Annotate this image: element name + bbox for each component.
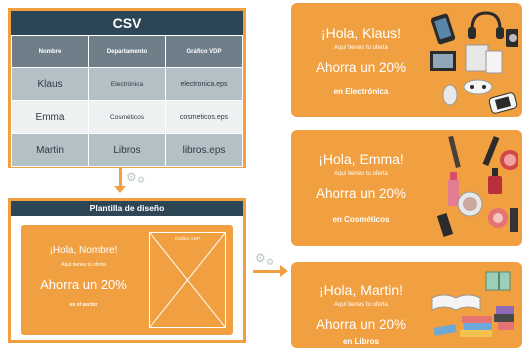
table-row: Klaus Electrónica electronica.eps — [11, 67, 243, 101]
gear-icon: ⚙ — [266, 258, 275, 268]
template-card: ¡Hola, Nombre! Aquí tienes tu oferta Aho… — [21, 225, 233, 335]
offer-card-martin: ¡Hola, Martin! Aquí tienes tu oferta Aho… — [291, 262, 522, 348]
cell-name: Martin — [11, 133, 89, 167]
cosmetics-icons — [436, 135, 518, 238]
arrow-right-icon — [280, 265, 288, 277]
gear-icon: ⚙ — [137, 176, 146, 186]
template-offer-text: Aquí tienes tu oferta — [61, 262, 106, 268]
cell-graphic: electronica.eps — [165, 67, 243, 101]
card-sector: en Libros — [342, 337, 379, 346]
template-savings: Ahorra un 20% — [40, 277, 127, 292]
csv-title: CSV — [11, 11, 243, 35]
table-row: Martin Libros libros.eps — [11, 133, 243, 167]
cell-department: Electrónica — [88, 67, 166, 101]
csv-table-panel: CSV Nombre Departamento Gráfico VDP Klau… — [8, 8, 246, 168]
cell-name: Emma — [11, 100, 89, 134]
column-header-name: Nombre — [11, 35, 89, 68]
card-offer-text: Aquí tienes tu oferta — [334, 45, 388, 51]
placeholder-cross-icon — [150, 233, 225, 327]
connector-line-vertical — [119, 168, 122, 188]
arrow-down-icon — [114, 186, 126, 193]
connector-line-horizontal — [253, 270, 281, 273]
template-title: Plantilla de diseño — [11, 201, 243, 216]
card-sector: en Electrónica — [333, 87, 389, 96]
gear-icon: ⚙ — [255, 251, 266, 265]
column-header-vdp-graphic: Gráfico VDP — [165, 35, 243, 68]
books-icons — [431, 271, 514, 337]
cell-graphic: libros.eps — [165, 133, 243, 167]
cell-department: Libros — [88, 133, 166, 167]
template-greeting: ¡Hola, Nombre! — [49, 245, 118, 256]
electronics-icons — [430, 11, 518, 114]
gear-icon: ⚙ — [126, 170, 137, 184]
card-sector: en Cosméticos — [332, 215, 390, 224]
column-header-department: Departamento — [88, 35, 166, 68]
cell-name: Klaus — [11, 67, 89, 101]
csv-data-table: Nombre Departamento Gráfico VDP Klaus El… — [11, 35, 243, 167]
card-offer-text: Aquí tienes tu oferta — [334, 302, 388, 308]
placeholder-label: Gráfico VDP — [174, 236, 200, 241]
offer-card-klaus: ¡Hola, Klaus! Aquí tienes tu oferta Ahor… — [291, 3, 522, 117]
card-greeting: ¡Hola, Martin! — [318, 282, 404, 298]
cell-graphic: cosmeticos.eps — [165, 100, 243, 134]
card-savings: Ahorra un 20% — [315, 317, 407, 332]
offer-card-emma: ¡Hola, Emma! Aquí tienes tu oferta Ahorr… — [291, 130, 522, 246]
card-savings: Ahorra un 20% — [315, 186, 407, 201]
design-template-panel: Plantilla de diseño ¡Hola, Nombre! Aquí … — [8, 198, 246, 343]
table-row: Emma Cosméticos cosmeticos.eps — [11, 100, 243, 134]
template-sector: en el sector — [69, 302, 98, 308]
card-offer-text: Aquí tienes tu oferta — [334, 171, 388, 177]
card-greeting: ¡Hola, Klaus! — [320, 25, 402, 41]
card-savings: Ahorra un 20% — [315, 60, 407, 75]
table-header-row: Nombre Departamento Gráfico VDP — [11, 35, 243, 68]
graphic-placeholder: Gráfico VDP — [149, 232, 226, 328]
cell-department: Cosméticos — [88, 100, 166, 134]
card-greeting: ¡Hola, Emma! — [318, 151, 404, 167]
